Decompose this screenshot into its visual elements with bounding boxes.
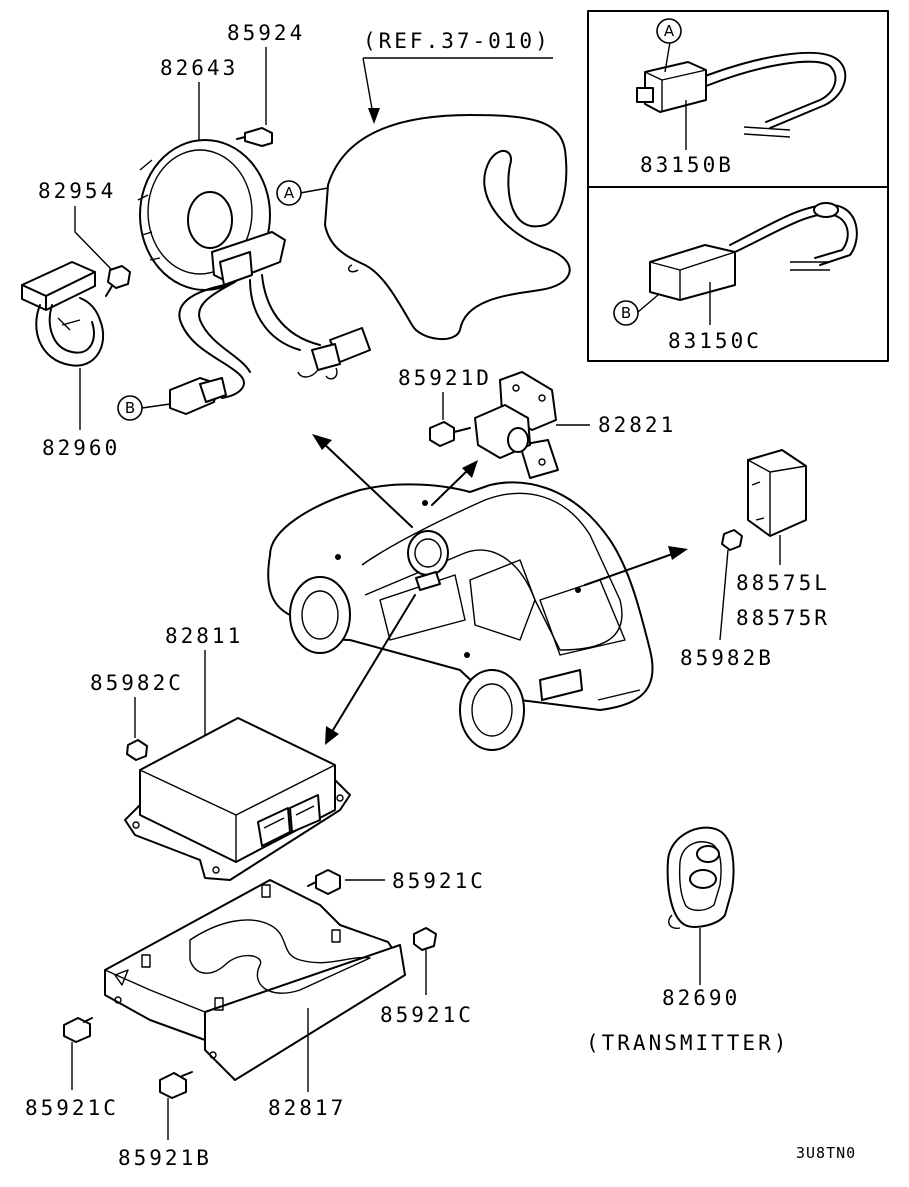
svg-text:A: A <box>284 184 295 202</box>
ref-leader <box>362 57 553 124</box>
inset-panel <box>587 10 889 362</box>
connector-83150c-drawing <box>637 202 858 325</box>
callout-b-inset: B <box>613 300 639 326</box>
nut-85982b <box>721 529 743 551</box>
side-sensor-88575 <box>747 449 807 537</box>
part-label-85924[interactable]: 85924 <box>227 21 305 45</box>
vehicle-outline <box>267 481 654 751</box>
part-label-82643[interactable]: 82643 <box>160 56 238 80</box>
svg-text:B: B <box>125 399 135 417</box>
connector-83150b-drawing <box>636 41 847 150</box>
part-label-88575r[interactable]: 88575R <box>736 606 830 630</box>
bolt-85921c-top <box>307 869 341 895</box>
mounting-bracket-82817 <box>104 879 406 1081</box>
part-label-82954[interactable]: 82954 <box>38 179 116 203</box>
callout-b-clock-spring: B <box>117 395 171 421</box>
airbag-module-cover <box>299 114 571 341</box>
transmitter-caption: (TRANSMITTER) <box>586 1031 789 1055</box>
part-label-82690[interactable]: 82690 <box>662 986 740 1010</box>
svg-text:B: B <box>621 304 631 322</box>
clock-spring-82643 <box>137 139 371 415</box>
part-label-82960[interactable]: 82960 <box>42 436 120 460</box>
part-label-88575l[interactable]: 88575L <box>736 571 830 595</box>
nut-85982c <box>126 739 148 761</box>
svg-text:A: A <box>664 22 675 40</box>
bolt-85921c-right <box>413 927 437 951</box>
bolt-85921c-left <box>63 1017 93 1043</box>
part-label-85921b[interactable]: 85921B <box>118 1146 212 1170</box>
part-label-82821[interactable]: 82821 <box>598 413 676 437</box>
part-label-85982b[interactable]: 85982B <box>680 646 774 670</box>
bolt-85921d <box>429 421 471 447</box>
srs-control-unit-82811 <box>124 717 351 881</box>
screw-82954 <box>105 265 131 297</box>
part-label-85921c-top[interactable]: 85921C <box>392 869 486 893</box>
part-label-82817[interactable]: 82817 <box>268 1096 346 1120</box>
screw-85924 <box>236 127 273 147</box>
part-label-83150c[interactable]: 83150C <box>668 329 762 353</box>
location-arrows <box>312 434 688 745</box>
part-label-82811[interactable]: 82811 <box>165 624 243 648</box>
part-label-85921c-right[interactable]: 85921C <box>380 1003 474 1027</box>
part-label-85982c[interactable]: 85982C <box>90 671 184 695</box>
sensor-82821 <box>474 371 559 479</box>
part-label-83150b[interactable]: 83150B <box>640 153 734 177</box>
callout-a-inset: A <box>656 18 682 44</box>
callout-a-cover: A <box>276 180 302 206</box>
transmitter-82690 <box>666 826 735 930</box>
drawing-code: 3U8TN0 <box>796 1144 856 1162</box>
bolt-85921b <box>159 1071 193 1099</box>
part-label-85921d[interactable]: 85921D <box>398 366 492 390</box>
horn-switch-82960 <box>21 261 105 367</box>
part-label-85921c-left[interactable]: 85921C <box>25 1096 119 1120</box>
reference-label: (REF.37-010) <box>363 29 551 53</box>
